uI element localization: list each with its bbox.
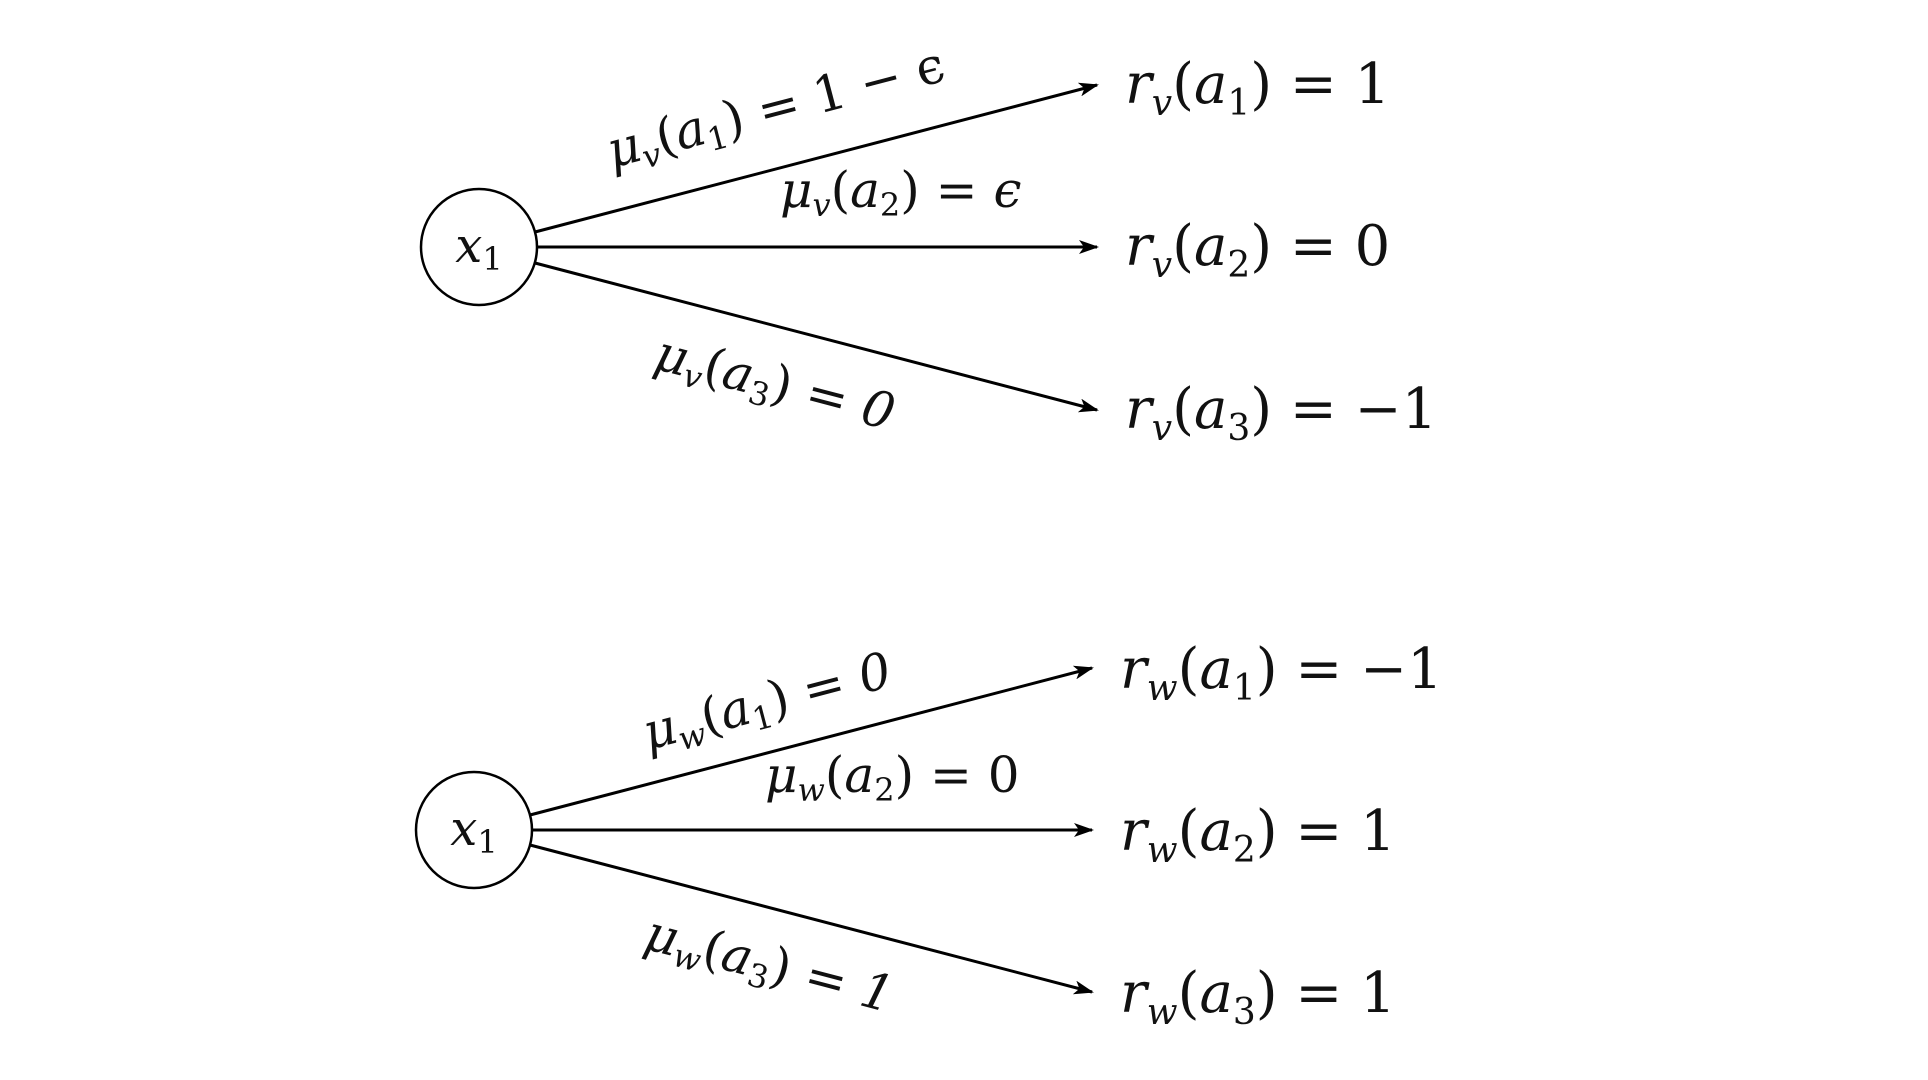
prob-label-w-a3: μw(a3) = 1 — [638, 904, 900, 1030]
prob-label-v-a3: μv(a3) = 0 — [648, 324, 901, 447]
reward-label-v-a3: rv(a3) = −1 — [1125, 377, 1437, 449]
reward-label-w-a2: rw(a2) = 1 — [1120, 799, 1396, 871]
edge-v-a1 — [534, 82, 1099, 234]
edge-w-a3 — [529, 843, 1094, 995]
reward-label-w-a3: rw(a3) = 1 — [1120, 961, 1396, 1033]
prob-label-w-a2: μw(a2) = 0 — [765, 746, 1020, 809]
reward-label-v-a2: rv(a2) = 0 — [1125, 214, 1390, 286]
edge-w-a1 — [529, 665, 1094, 817]
diagram-w: x1 μw(a1) = 0 μw(a2) = 0 μw(a3) = 1 rw(a… — [414, 637, 1443, 1033]
diagram-v: x1 μv(a1) = 1 − ϵ μv(a2) = ϵ μv(a3) = 0 … — [419, 35, 1437, 449]
reward-label-w-a1: rw(a1) = −1 — [1120, 637, 1443, 709]
node-w-x1 — [414, 770, 534, 890]
node-v-x1 — [419, 187, 539, 307]
reward-label-v-a1: rv(a1) = 1 — [1125, 52, 1390, 124]
prob-label-v-a1: μv(a1) = 1 − ϵ — [600, 35, 952, 184]
node-v-label: x1 — [455, 218, 502, 278]
node-w-label: x1 — [450, 801, 497, 861]
edge-v-a3 — [534, 261, 1099, 413]
prob-label-v-a2: μv(a2) = ϵ — [780, 161, 1021, 224]
